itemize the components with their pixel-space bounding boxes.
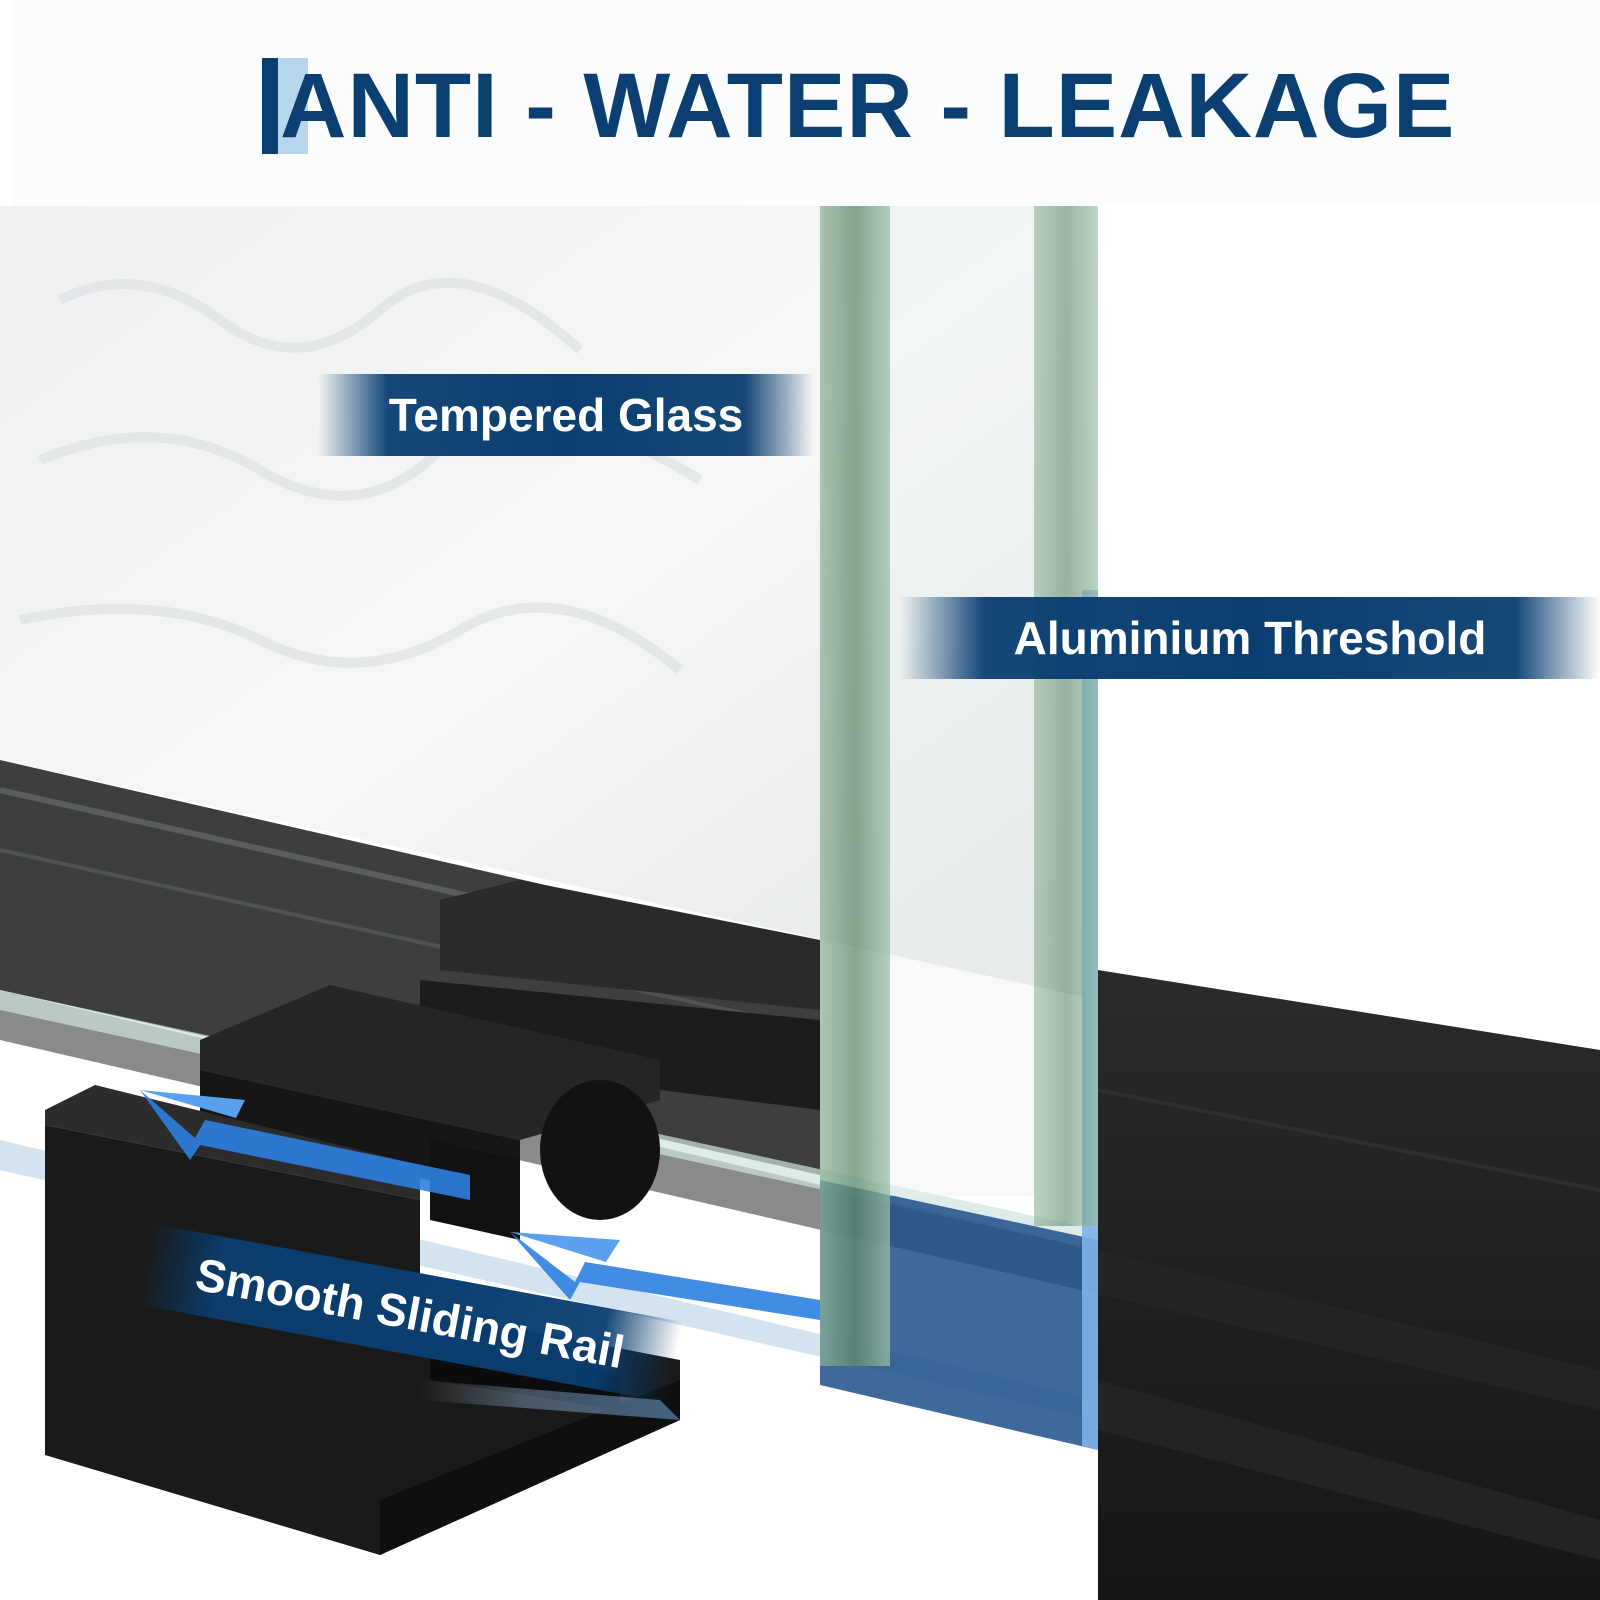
arrow-left-icon [510, 1232, 820, 1320]
glass-panel-back [1034, 206, 1098, 1226]
title-text: ANTI - WATER - LEAKAGE [280, 55, 1456, 157]
page-title: ANTI - WATER - LEAKAGE [262, 58, 1455, 154]
arrow-left-icon [140, 1090, 470, 1200]
roller-front [200, 985, 660, 1140]
glass-panel-front [820, 206, 890, 1366]
tempered-glass-label: Tempered Glass [318, 374, 814, 456]
roller-back [440, 880, 820, 1010]
title-accent-bar [262, 58, 308, 154]
aluminium-threshold-label: Aluminium Threshold [900, 597, 1600, 679]
